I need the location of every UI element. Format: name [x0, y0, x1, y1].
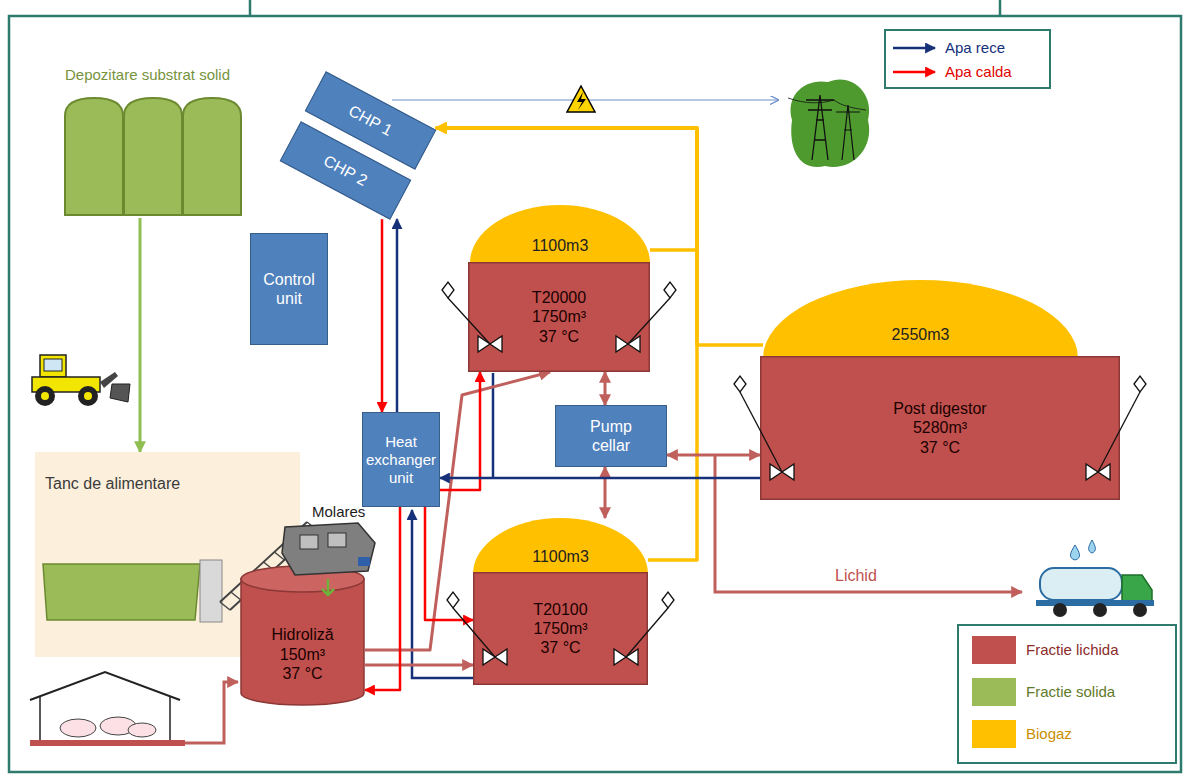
node-text: 37 °C — [282, 664, 322, 683]
flow-connector — [139, 218, 142, 452]
legend-text: Apa calda — [945, 63, 1012, 81]
molares-device — [282, 523, 375, 595]
tank-box: Post digestor5280m³37 °C — [760, 356, 1120, 500]
flow-connector — [604, 372, 607, 405]
node-text: 2550m3 — [892, 325, 950, 344]
power-line — [392, 86, 778, 112]
flow-label: Lichid — [835, 566, 877, 585]
frame — [9, 0, 1181, 772]
flow-connector — [440, 372, 480, 490]
node-text: 37 °C — [539, 327, 579, 346]
node-text: 1750m³ — [532, 307, 586, 326]
node-text: Pump cellar — [576, 417, 646, 455]
flow-connector — [381, 219, 384, 412]
node-text: T20000 — [532, 288, 586, 307]
gas-dome — [470, 205, 650, 263]
node-text: CHP 2 — [320, 151, 370, 190]
node-text: 5280m³ — [913, 418, 967, 437]
node-text: 1100m3 — [532, 236, 589, 255]
node-text: Hidroliză — [271, 625, 333, 644]
node-text: Control unit — [254, 270, 324, 308]
flow-connector — [396, 219, 399, 412]
flow-connector — [425, 507, 473, 620]
gas-dome: 1100m3 — [473, 518, 648, 574]
node-text: Heat exchanger unit — [366, 433, 436, 487]
flow-connector — [604, 467, 607, 518]
hydrolysis-tank: Hidroliză150m³37 °C — [240, 565, 365, 705]
node-text: 1750m³ — [533, 619, 587, 638]
gas-dome — [763, 280, 1078, 358]
flow-connector — [365, 664, 473, 667]
loader-icon — [32, 355, 130, 406]
node-text: 37 °C — [540, 638, 580, 657]
node-text: 150m³ — [280, 645, 325, 664]
gas-dome — [473, 518, 648, 574]
node-text: CHP 1 — [345, 101, 395, 140]
legend-text: Fractie solida — [1026, 683, 1115, 701]
legend-swatch — [972, 720, 1016, 748]
node-text: Tanc de alimentare — [45, 474, 180, 493]
flow-connector — [440, 477, 760, 480]
flow-connector — [436, 128, 697, 560]
node-text: 37 °C — [920, 438, 960, 457]
tank-box: T200001750m³37 °C — [468, 262, 650, 372]
legend-text: Biogaz — [1026, 725, 1072, 743]
gas-dome: 2550m3 — [763, 280, 1078, 358]
pig-barn — [30, 672, 238, 746]
legend-swatch — [972, 636, 1016, 664]
flow-connector — [365, 507, 400, 690]
node-text: Post digestor — [893, 399, 986, 418]
silo-storage: Depozitare substrat solid — [45, 66, 250, 218]
legend-text: Apa rece — [945, 39, 1005, 57]
equipment-box: Heat exchanger unit — [362, 412, 440, 507]
pylon-icon — [788, 79, 869, 167]
legend-swatch — [972, 678, 1016, 706]
gas-dome: 1100m3 — [470, 205, 650, 263]
equipment-box: Pump cellar — [555, 405, 667, 467]
truck-icon — [1036, 540, 1154, 617]
tank-box: T201001750m³37 °C — [473, 572, 648, 685]
flow-connector — [667, 454, 760, 457]
node-text: Depozitare substrat solid — [65, 66, 230, 84]
node-text: T20100 — [533, 600, 587, 619]
node-text: 1100m3 — [532, 547, 589, 566]
equipment-box: Control unit — [250, 233, 328, 345]
silo-shape — [45, 66, 250, 218]
legend-text: Fractie lichida — [1026, 641, 1119, 659]
device-label: Molares — [312, 503, 365, 521]
